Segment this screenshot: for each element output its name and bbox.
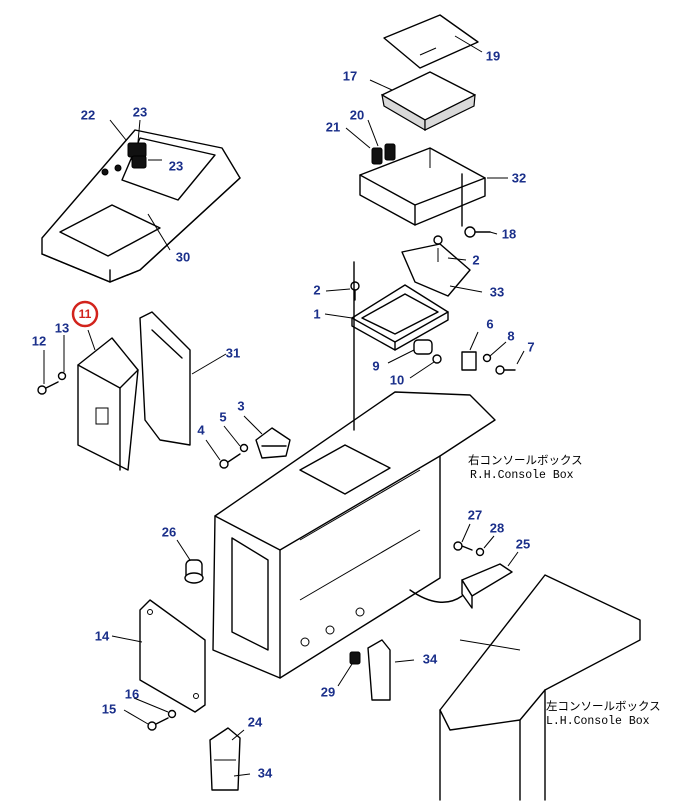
label-33: 33: [490, 284, 504, 299]
label-9: 9: [372, 358, 379, 373]
part-26-lamp: [176, 539, 204, 584]
lh-console-box: [439, 574, 641, 801]
part-12-13-bolt: [37, 335, 67, 395]
part-15-16-bolt: [123, 697, 177, 731]
part-24-34-bracket: [209, 727, 251, 791]
part-20-21-switches: [345, 119, 396, 165]
part-7-8-bolt: [482, 341, 525, 375]
label-3: 3: [237, 398, 244, 413]
highlight-part-11: 11: [71, 300, 99, 328]
part-14-plate: [111, 599, 206, 713]
part-17-lid: [369, 71, 476, 132]
part-1-tray: [324, 281, 449, 351]
part-33-bracket: [401, 235, 483, 297]
label-23b: 23: [169, 158, 183, 173]
part-31-cover: [139, 311, 227, 446]
label-24: 24: [248, 714, 263, 729]
part-4-5-bolt: [205, 425, 249, 469]
label-30: 30: [176, 249, 190, 264]
part-number-labels: 19 17 20 21 32 18 2 33 2 1 6 8 7 9 10 22…: [32, 48, 535, 780]
part-19-cover-plate: [383, 14, 483, 69]
part-6-relay: [461, 331, 479, 371]
part-29-34-bracket: [337, 639, 415, 701]
label-32: 32: [512, 170, 526, 185]
label-15: 15: [102, 701, 116, 716]
label-22: 22: [81, 107, 95, 122]
label-12: 12: [32, 333, 46, 348]
label-34a: 34: [423, 651, 438, 666]
label-28: 28: [490, 520, 504, 535]
label-5: 5: [219, 409, 226, 424]
label-19: 19: [486, 48, 500, 63]
rh-console-en: R.H.Console Box: [470, 469, 574, 482]
label-1: 1: [313, 306, 320, 321]
part-3-relay-block: [243, 415, 291, 459]
label-31: 31: [226, 345, 240, 360]
label-23a: 23: [133, 104, 147, 119]
label-4: 4: [197, 422, 205, 437]
part-32-bracket: [359, 147, 508, 226]
label-8: 8: [507, 328, 514, 343]
label-26: 26: [162, 524, 176, 539]
lh-console-jp: 左コンソールボックス: [546, 699, 661, 714]
part-30-monitor-panel: [41, 119, 241, 283]
part-25-bracket: [409, 551, 519, 609]
label-27: 27: [468, 507, 482, 522]
label-29: 29: [321, 684, 335, 699]
part-9-connector: [387, 339, 442, 379]
label-34b: 34: [258, 765, 273, 780]
label-18: 18: [502, 226, 516, 241]
label-6: 6: [486, 316, 493, 331]
label-25: 25: [516, 536, 530, 551]
lh-console-en: L.H.Console Box: [546, 715, 650, 728]
label-20: 20: [350, 107, 364, 122]
label-10: 10: [390, 372, 404, 387]
label-2a: 2: [472, 252, 479, 267]
console-notes: 右コンソールボックス R.H.Console Box 左コンソールボックス L.…: [468, 453, 661, 728]
label-2b: 2: [313, 282, 320, 297]
label-16: 16: [125, 686, 139, 701]
label-21: 21: [326, 119, 340, 134]
label-7: 7: [527, 339, 534, 354]
label-11: 11: [79, 307, 92, 321]
label-13: 13: [55, 320, 69, 335]
part-27-28-bolt: [453, 523, 495, 557]
rh-console-jp: 右コンソールボックス: [468, 453, 583, 468]
console-body: [212, 173, 496, 679]
label-14: 14: [95, 628, 110, 643]
part-11-controller: [77, 329, 139, 471]
label-17: 17: [343, 68, 357, 83]
part-18-screw: [464, 226, 498, 238]
